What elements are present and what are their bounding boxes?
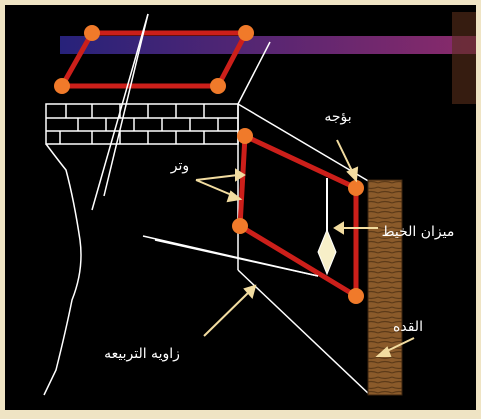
plumb-line [317, 178, 337, 276]
projection-lines [91, 13, 371, 396]
front-cord-node-2 [348, 180, 364, 196]
front-cord-node-3 [348, 288, 364, 304]
label-watar: وتر [170, 158, 189, 174]
label-zawiya: زاويه التربيعه [104, 346, 180, 362]
top-cord-node-4 [54, 78, 70, 94]
label-qida: القده [393, 319, 423, 335]
front-cord-node-4 [232, 218, 248, 234]
banner-corner [452, 12, 476, 104]
wood-straightedge [367, 179, 403, 396]
plumb-bob [317, 228, 337, 276]
label-bojah: بؤجه [324, 109, 351, 125]
square-tool-lines [142, 235, 319, 277]
top-cord-node-3 [210, 78, 226, 94]
pointer-arrows [195, 139, 415, 357]
top-cord-node-1 [84, 25, 100, 41]
brick-wall [43, 103, 239, 396]
front-cord-node-1 [237, 128, 253, 144]
label-mizan: ميزان الخيط [382, 224, 455, 240]
top-cord-node-2 [238, 25, 254, 41]
front-cord-frame [232, 128, 364, 304]
top-cord-frame [54, 25, 254, 94]
